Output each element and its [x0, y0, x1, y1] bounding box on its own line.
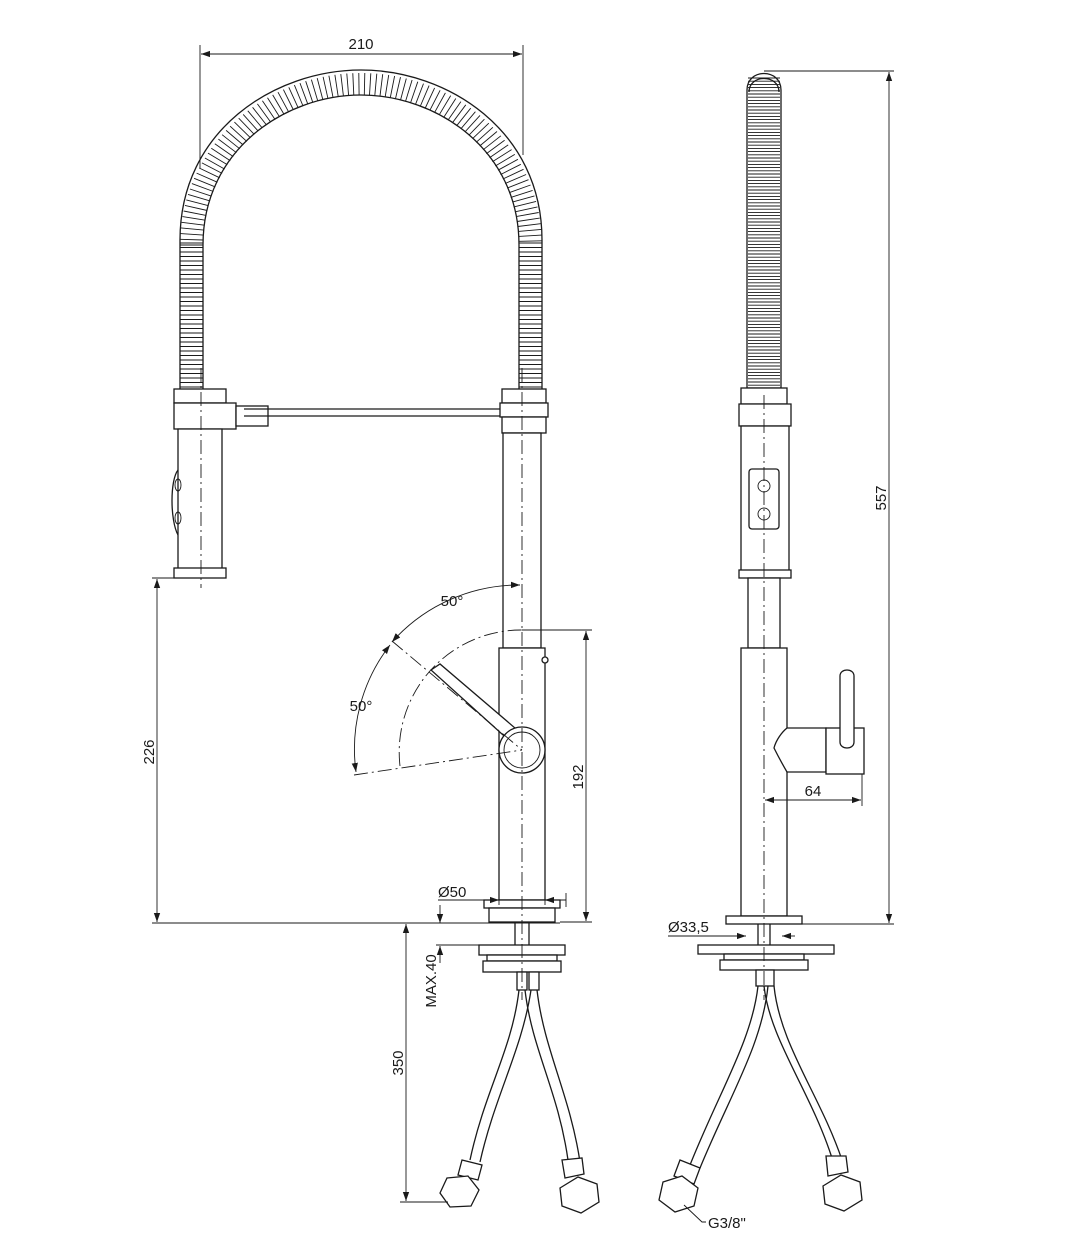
front-spray-head — [171, 428, 227, 579]
dim-side-diameter-label: Ø33,5 — [668, 919, 709, 936]
dim-lever-angles: 50° 50° — [350, 581, 521, 773]
front-body-screw — [541, 656, 549, 664]
side-body — [740, 647, 865, 917]
side-view: 557 64 Ø33,5 G3/8" — [658, 70, 894, 1232]
dim-deck-thickness-label: MAX.40 — [423, 954, 440, 1007]
side-hose — [746, 73, 782, 389]
side-base — [697, 915, 835, 987]
thread-callout: G3/8" — [683, 1204, 746, 1232]
side-supply-hoses — [658, 985, 863, 1213]
front-hose-collar-left — [173, 388, 227, 404]
dim-hose-length-label: 350 — [390, 1050, 407, 1075]
dim-lever-reach-label: 64 — [805, 783, 822, 800]
dim-spout-height-label: 226 — [141, 739, 158, 764]
dim-side-diameter: Ø33,5 — [668, 919, 795, 940]
front-hose-collar-right — [501, 388, 547, 404]
dim-hose-width: 210 — [199, 36, 524, 168]
front-supply-hoses — [439, 989, 600, 1214]
dim-total-height-label: 557 — [873, 485, 890, 510]
front-bracket — [173, 402, 549, 434]
dim-total-height: 557 — [764, 70, 894, 925]
dim-body-height: 192 — [522, 629, 592, 923]
front-centerlines — [200, 368, 523, 1000]
front-hose-ribs — [180, 72, 542, 388]
thread-callout-label: G3/8" — [708, 1215, 746, 1232]
dim-hose-length: 350 — [390, 924, 448, 1203]
dim-hose-width-label: 210 — [348, 36, 373, 53]
dim-body-diameter: Ø50 — [438, 884, 567, 907]
side-hose-ribs — [748, 77, 780, 386]
dim-body-diameter-label: Ø50 — [438, 884, 466, 901]
side-spray-head — [738, 387, 792, 579]
dim-body-height-label: 192 — [570, 764, 587, 789]
dim-lever-reach: 64 — [765, 774, 863, 806]
dim-spout-height: 226 — [141, 577, 560, 924]
front-hose-arch — [179, 69, 543, 390]
dim-lever-angle-upper-label: 50° — [441, 593, 464, 610]
dim-lever-angle-lower-label: 50° — [350, 698, 373, 715]
dim-deck-thickness: MAX.40 — [423, 905, 479, 1008]
front-view: 210 226 192 Ø50 — [141, 36, 600, 1214]
